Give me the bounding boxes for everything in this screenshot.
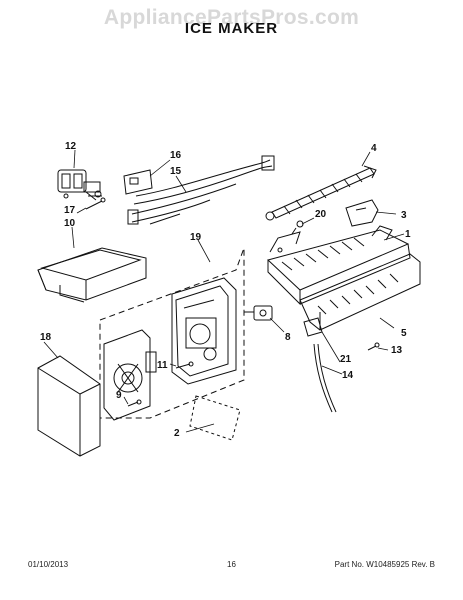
callout-3: 3: [401, 210, 407, 221]
ice-bin-part: [37, 247, 147, 303]
callout-9: 9: [116, 390, 122, 401]
callout-18: 18: [40, 332, 52, 343]
footer-date: 01/10/2013: [28, 560, 69, 569]
shield-part: [299, 253, 421, 331]
callout-21: 21: [340, 354, 352, 365]
motor-plate-part: [103, 329, 157, 421]
control-housing-part: [171, 277, 237, 385]
watermark: AppliancePartsPros.com: [103, 6, 360, 29]
callout-17: 17: [64, 205, 76, 216]
callout-19: 19: [190, 232, 202, 243]
bracket-part: [189, 395, 241, 441]
heater-tube-part: [313, 343, 337, 413]
screw-11: [175, 361, 194, 369]
callout-1: 1: [405, 229, 411, 240]
callout-8: 8: [285, 332, 291, 343]
screw-20: [291, 220, 304, 235]
cover-part: [37, 355, 101, 457]
coupling-part: [244, 305, 273, 321]
callout-15: 15: [170, 166, 182, 177]
callout-2: 2: [174, 428, 180, 439]
footer-part-number: Part No. W10485925 Rev. B: [334, 560, 435, 569]
callout-5: 5: [401, 328, 407, 339]
leader-lines: [43, 149, 405, 433]
screw-13: [367, 342, 380, 351]
callout-12: 12: [65, 141, 77, 152]
end-cap-part: [345, 199, 379, 227]
callout-14: 14: [342, 370, 354, 381]
callout-10: 10: [64, 218, 76, 229]
callout-13: 13: [391, 345, 403, 356]
page-title: ICE MAKER: [184, 20, 279, 37]
water-valve-part: [57, 169, 102, 201]
callout-11: 11: [157, 360, 168, 371]
footer-page-number: 16: [227, 560, 236, 569]
wire-harness-part: [127, 155, 275, 225]
callout-4: 4: [371, 143, 377, 154]
callout-16: 16: [170, 150, 182, 161]
ice-mold-part: [267, 225, 411, 306]
callout-20: 20: [315, 209, 327, 220]
wire-clip-part: [123, 169, 153, 195]
ejector-shaft-part: [265, 165, 377, 221]
screw-9: [127, 399, 142, 407]
screw-17: [85, 197, 106, 210]
clip-21: [303, 317, 323, 337]
callout-labels: 12 17 10 16 15 4 20 3 1 19 8 5 13 21 14 …: [40, 141, 411, 439]
